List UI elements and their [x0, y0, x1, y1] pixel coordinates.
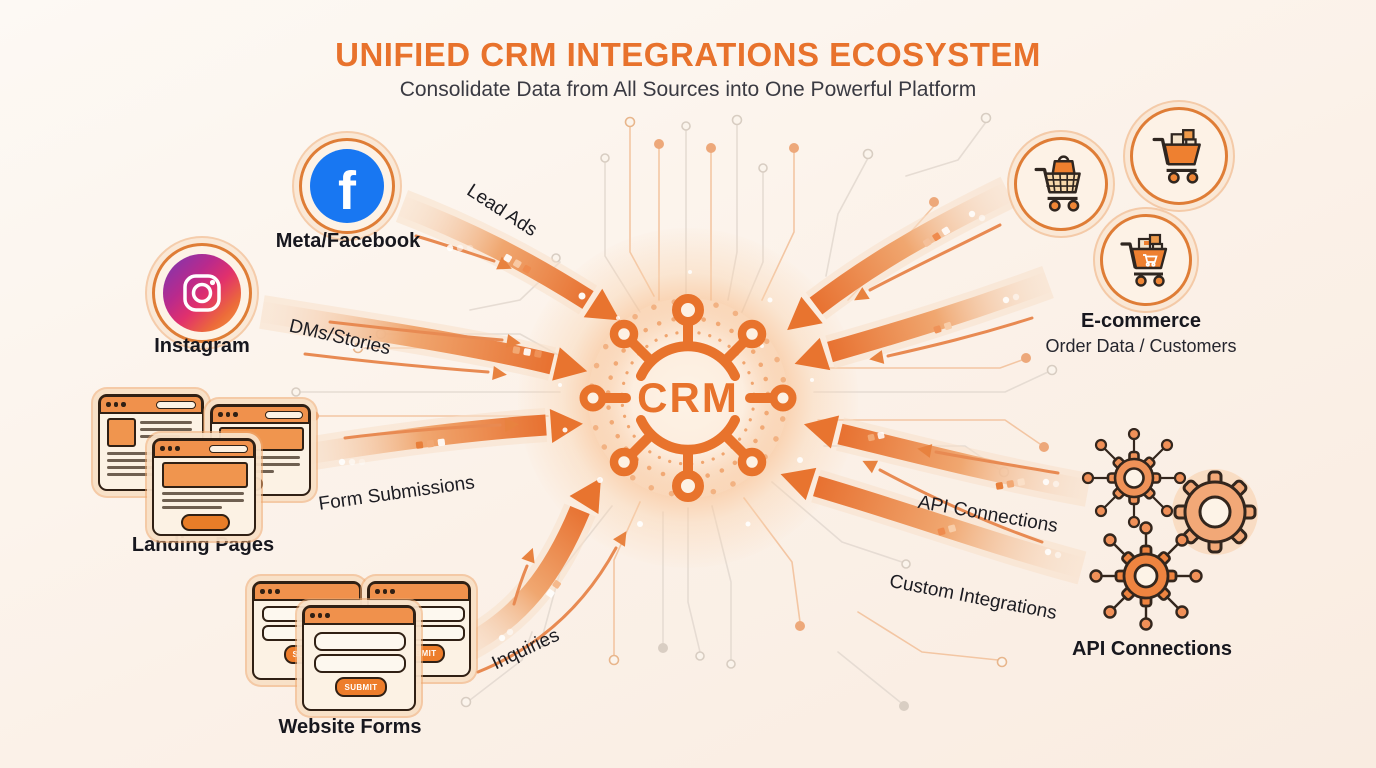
- label-api-connections: API Connections: [1071, 638, 1232, 660]
- label-ecommerce: E-commerce: [1080, 310, 1202, 332]
- window-title-bar: [99, 395, 203, 414]
- cart-with-boxes-glyph: [1152, 129, 1201, 184]
- text-line: [107, 452, 192, 455]
- text-line: [162, 499, 244, 502]
- label-instagram: Instagram: [154, 335, 250, 357]
- cta-button: [181, 514, 230, 531]
- label-website-forms: Website Forms: [278, 716, 422, 738]
- form-window-icon: SUBMIT: [302, 605, 416, 711]
- label-ecommerce-sub: Order Data / Customers: [1045, 336, 1237, 356]
- text-line: [162, 492, 244, 495]
- browser-window-icon: [98, 394, 204, 491]
- window-dot: [317, 613, 322, 618]
- image-block: [107, 418, 136, 447]
- window-dot: [160, 446, 165, 451]
- text-line: [107, 466, 192, 469]
- window-dot: [325, 613, 330, 618]
- instagram-logo-circle: [163, 254, 241, 332]
- form-input: [314, 654, 406, 673]
- instagram-icon: [152, 243, 252, 343]
- window-title-bar: [368, 582, 470, 601]
- arrow-forms-to-crm: [447, 505, 590, 662]
- window-dot: [106, 402, 111, 407]
- window-dot: [175, 446, 180, 451]
- text-line: [162, 506, 222, 509]
- window-dot: [310, 613, 315, 618]
- window-dot: [260, 589, 265, 594]
- landing-pages-icon: [90, 390, 315, 540]
- instagram-camera-glyph: [183, 274, 221, 312]
- window-dot: [218, 412, 223, 417]
- window-url-pill: [156, 400, 196, 409]
- browser-window-icon: [152, 438, 256, 536]
- window-dot: [267, 589, 272, 594]
- submit-button: SUBMIT: [335, 677, 387, 697]
- window-title-bar: [211, 405, 310, 424]
- window-dot: [167, 446, 172, 451]
- label-landing-pages: Landing Pages: [131, 534, 275, 556]
- ecommerce-cart-bag-icon: [1014, 137, 1108, 231]
- cart-with-bag-glyph: [1034, 155, 1081, 212]
- window-url-pill: [265, 410, 303, 419]
- crm-hub-icon: CRM: [579, 294, 797, 502]
- page-subtitle: Consolidate Data from All Sources into O…: [399, 78, 977, 101]
- page-title: UNIFIED CRM INTEGRATIONS ECOSYSTEM: [335, 36, 1041, 73]
- data-packets: [415, 226, 1026, 598]
- arrow-ecommerce1-to-crm: [809, 182, 1013, 315]
- facebook-icon: f: [299, 138, 395, 234]
- window-dot: [375, 589, 380, 594]
- arrow-landing-to-crm: [293, 414, 547, 467]
- window-dot: [121, 402, 126, 407]
- window-dot: [382, 589, 387, 594]
- crm-hub-label: CRM: [637, 374, 739, 421]
- text-line: [219, 463, 300, 466]
- ecommerce-cart-minicart-icon: [1100, 214, 1192, 306]
- window-title-bar: [303, 606, 415, 625]
- api-gears-icon: [1081, 428, 1258, 631]
- window-title-bar: [253, 582, 361, 601]
- label-meta-facebook: Meta/Facebook: [275, 230, 421, 252]
- window-dot: [113, 402, 118, 407]
- facebook-f-glyph: f: [338, 161, 356, 221]
- window-title-bar: [153, 439, 255, 458]
- window-dot: [390, 589, 395, 594]
- arrow-ecommerce2-to-crm: [827, 272, 1052, 363]
- ecommerce-cart-boxes-icon: [1130, 107, 1228, 205]
- text-line: [140, 435, 180, 438]
- banner-block: [162, 462, 248, 488]
- website-forms-icon: SUBMIT SUBMIT SUBMIT: [240, 573, 475, 718]
- text-line: [107, 459, 192, 462]
- arrow-meta-to-crm: [398, 196, 594, 309]
- window-dot: [275, 589, 280, 594]
- text-line: [140, 428, 192, 431]
- form-input: [314, 632, 406, 651]
- cart-with-minicart-glyph: [1120, 233, 1168, 287]
- window-dot: [233, 412, 238, 417]
- window-dot: [225, 412, 230, 417]
- facebook-logo-circle: f: [310, 149, 384, 223]
- text-line: [140, 421, 192, 424]
- text-line: [219, 456, 300, 459]
- window-url-pill: [209, 444, 248, 453]
- text-line: [107, 473, 165, 476]
- arrow-instagram-to-crm: [260, 301, 555, 375]
